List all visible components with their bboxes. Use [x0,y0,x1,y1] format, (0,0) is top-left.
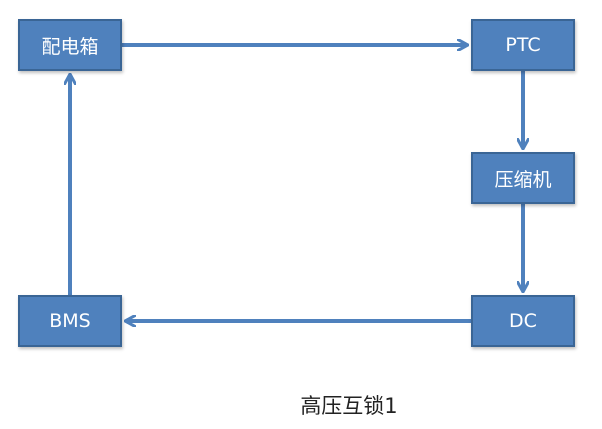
node-dc: DC [471,295,575,347]
diagram-caption: 高压互锁1 [0,390,602,420]
diagram-caption-text: 高压互锁1 [300,394,398,418]
node-bms-label: BMS [49,310,91,332]
node-ptc: PTC [471,19,575,71]
node-distribution-box: 配电箱 [18,19,122,71]
node-distribution-box-label: 配电箱 [41,35,99,58]
node-dc-label: DC [509,310,537,332]
node-bms: BMS [18,295,122,347]
node-ptc-label: PTC [505,34,541,56]
node-compressor: 压缩机 [471,152,575,204]
node-compressor-label: 压缩机 [494,168,552,191]
